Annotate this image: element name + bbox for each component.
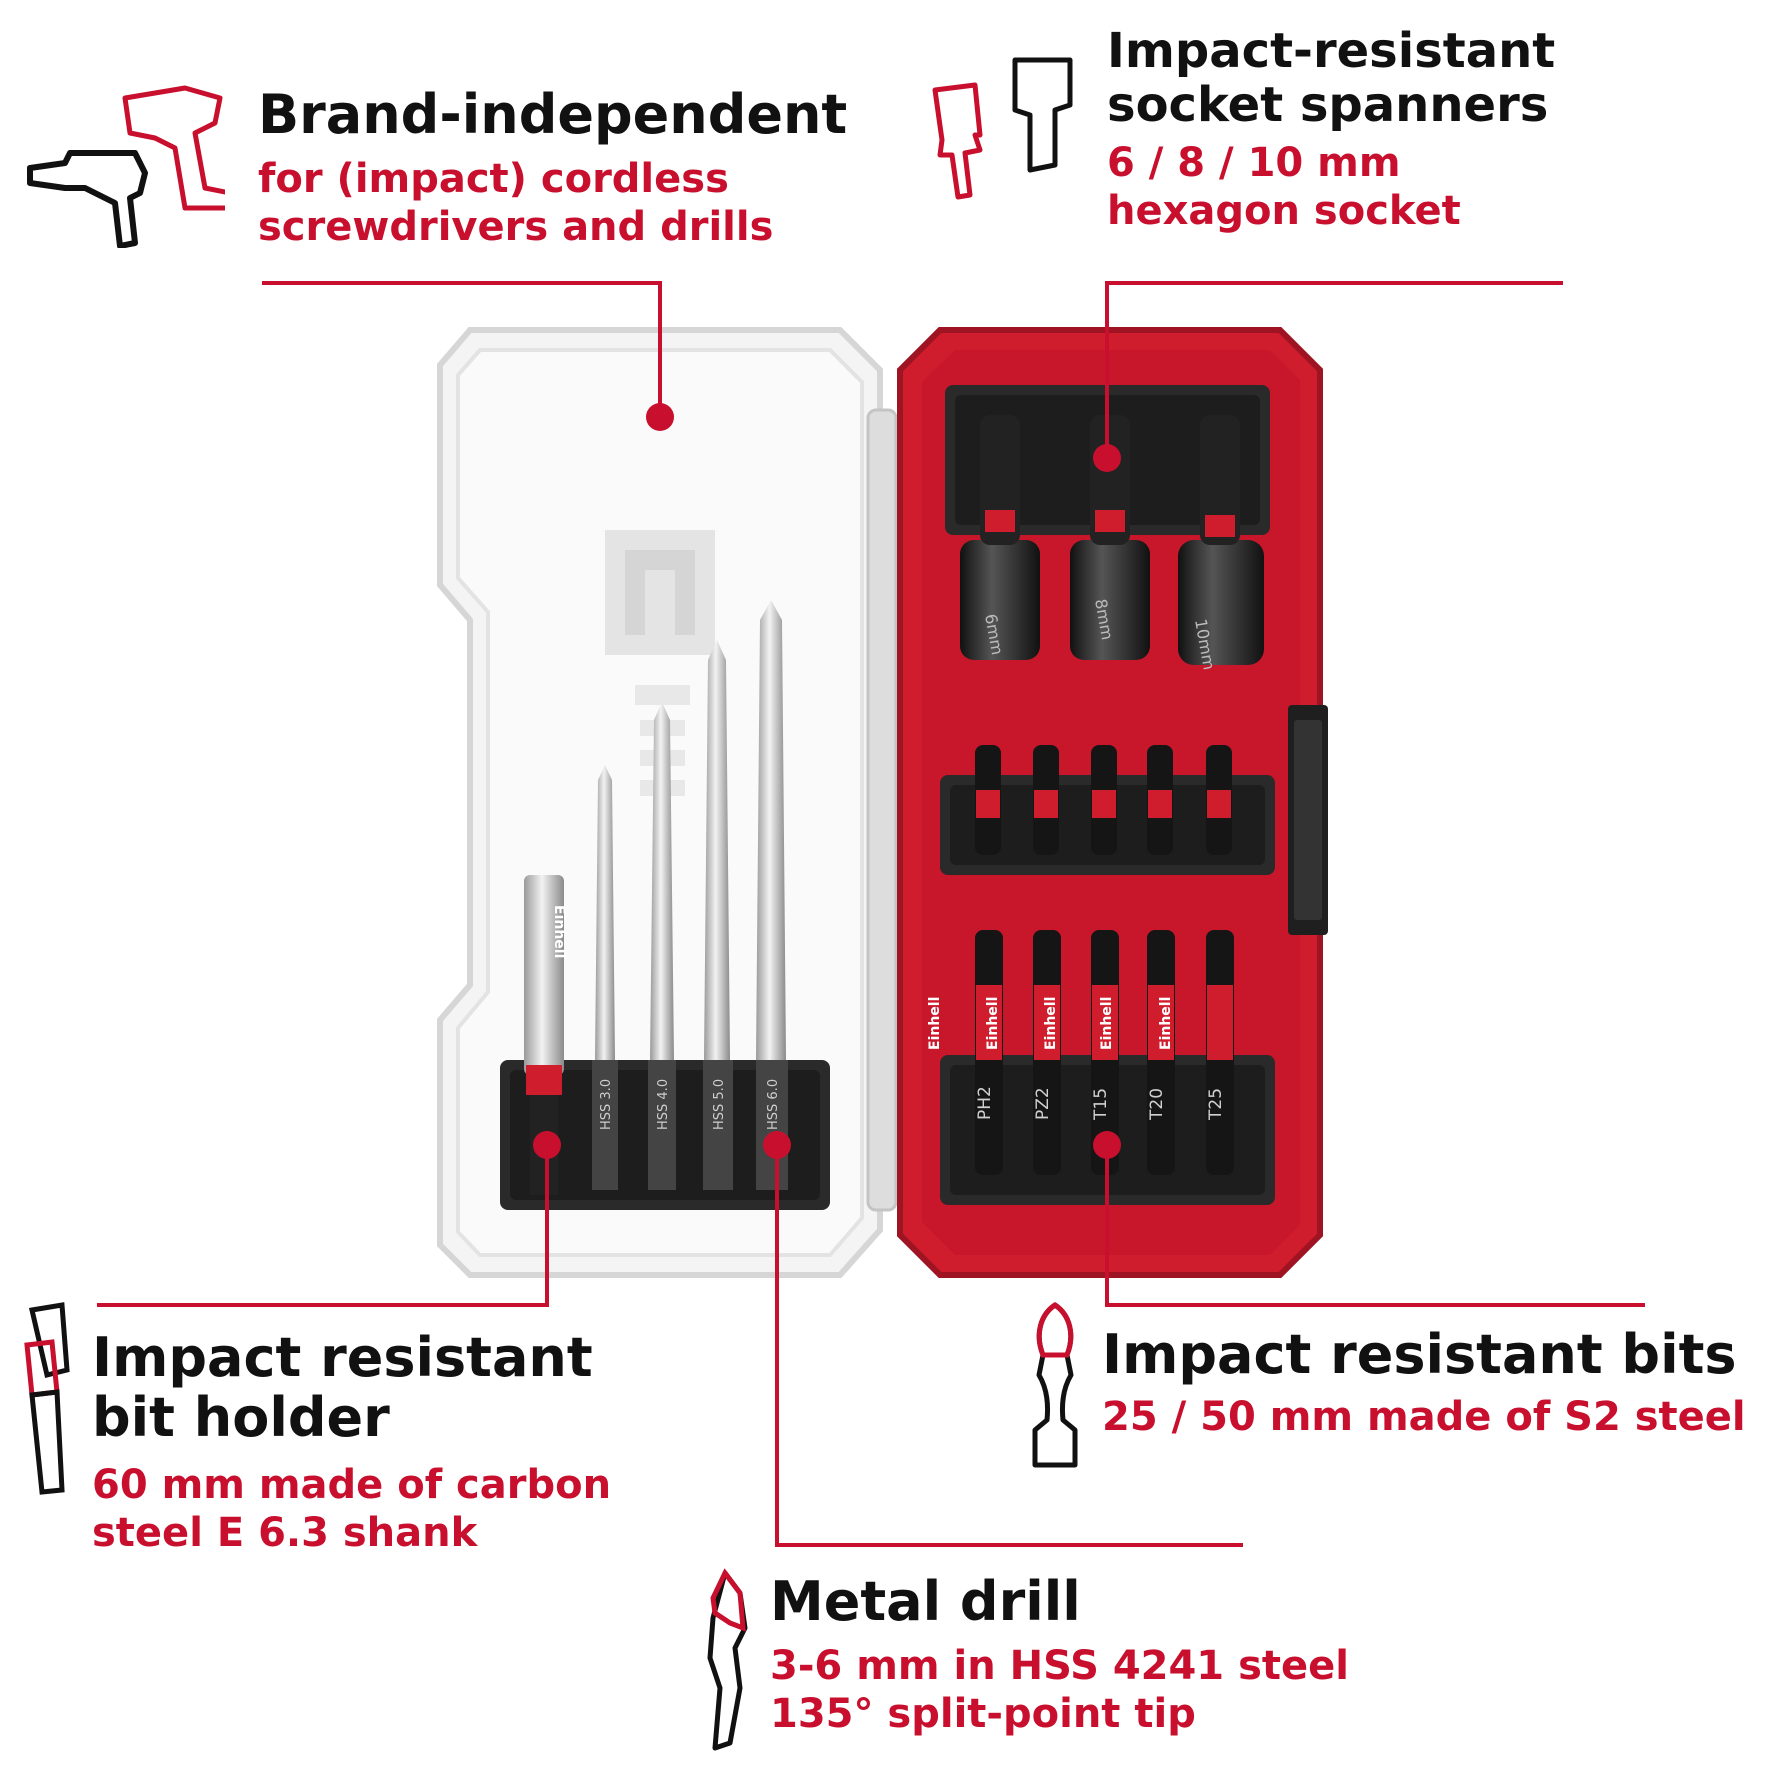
short-bits xyxy=(975,745,1232,855)
drill-callout: Metal drill 3-6 mm in HSS 4241 steel 135… xyxy=(770,1570,1349,1738)
bit-holder-icon xyxy=(24,1302,70,1495)
bit-label-pz2: PZ2 xyxy=(1033,1087,1053,1120)
brand-mark-bit-2: Einhell xyxy=(985,997,1001,1050)
long-bits xyxy=(975,930,1234,1175)
bits-title: Impact resistant bits xyxy=(1102,1323,1737,1386)
cordless-drill-icon xyxy=(27,85,225,248)
brand-sub-line-1: for (impact) cordless xyxy=(258,156,729,203)
drill-label-5: HSS 5.0 xyxy=(712,1079,727,1130)
holder-sub-line-2: steel E 6.3 shank xyxy=(92,1509,478,1556)
socket-label-10: 10mm xyxy=(1191,617,1219,671)
socket-spanner-icon xyxy=(932,57,1073,200)
socket-label-8: 8mm xyxy=(1091,597,1117,641)
case-hinge xyxy=(866,408,898,1212)
socket-title-line-2: socket spanners xyxy=(1107,76,1549,133)
socket-sub-line-2: hexagon socket xyxy=(1107,187,1461,234)
brand-mark-bit-3: Einhell xyxy=(1043,997,1059,1050)
holder-title-line-1: Impact resistant xyxy=(92,1326,593,1389)
bit-label-t20: T20 xyxy=(1147,1088,1167,1121)
brand-callout: Brand-independent for (impact) cordless … xyxy=(258,83,848,251)
drill-bit-icon xyxy=(707,1568,748,1751)
hex-sockets xyxy=(960,415,1264,665)
drill-sub-line-1: 3-6 mm in HSS 4241 steel xyxy=(770,1643,1349,1690)
drill-label-6: HSS 6.0 xyxy=(766,1079,781,1130)
socket-title-line-1: Impact-resistant xyxy=(1107,23,1556,79)
brand-mark-bit-1: Einhell xyxy=(927,997,943,1050)
drill-title: Metal drill xyxy=(770,1570,1081,1633)
socket-sub-line-1: 6 / 8 / 10 mm xyxy=(1107,139,1401,186)
drill-sub-line-2: 135° split-point tip xyxy=(770,1691,1196,1738)
holder-title-line-2: bit holder xyxy=(92,1386,390,1450)
socket-subtitle: 6 / 8 / 10 mm hexagon socket xyxy=(1107,139,1555,235)
screwdriver-bit-icon xyxy=(1032,1301,1078,1468)
brand-mark-bit-4: Einhell xyxy=(1099,997,1115,1050)
drill-label-3: HSS 3.0 xyxy=(599,1079,614,1130)
brand-sub-line-2: screwdrivers and drills xyxy=(258,204,774,251)
bit-label-t15: T15 xyxy=(1091,1088,1111,1121)
brand-mark-holder: Einhell xyxy=(551,905,567,958)
bit-label-ph2: PH2 xyxy=(975,1086,995,1120)
callout-dots xyxy=(533,403,1121,1159)
drill-subtitle: 3-6 mm in HSS 4241 steel 135° split-poin… xyxy=(770,1642,1349,1738)
brand-title: Brand-independent xyxy=(258,83,848,146)
holder-title: Impact resistant bit holder xyxy=(92,1326,611,1450)
callout-leaders xyxy=(97,281,1645,1547)
brand-subtitle: for (impact) cordless screwdrivers and d… xyxy=(258,155,847,251)
bits-callout: Impact resistant bits 25 / 50 mm made of… xyxy=(1102,1323,1746,1441)
drill-label-4: HSS 4.0 xyxy=(656,1079,671,1130)
socket-label-6: 6mm xyxy=(981,612,1007,656)
bits-subtitle: 25 / 50 mm made of S2 steel xyxy=(1102,1394,1746,1441)
holder-sub-line-1: 60 mm made of carbon xyxy=(92,1461,612,1508)
holder-callout: Impact resistant bit holder 60 mm made o… xyxy=(92,1326,611,1557)
socket-title: Impact-resistant socket spanners xyxy=(1107,23,1556,133)
metal-drill-bits xyxy=(592,600,788,1190)
socket-callout: Impact-resistant socket spanners 6 / 8 /… xyxy=(1107,23,1556,235)
brand-mark-bit-5: Einhell xyxy=(1158,997,1174,1050)
holder-subtitle: 60 mm made of carbon steel E 6.3 shank xyxy=(92,1461,611,1557)
bit-label-t25: T25 xyxy=(1206,1088,1226,1121)
